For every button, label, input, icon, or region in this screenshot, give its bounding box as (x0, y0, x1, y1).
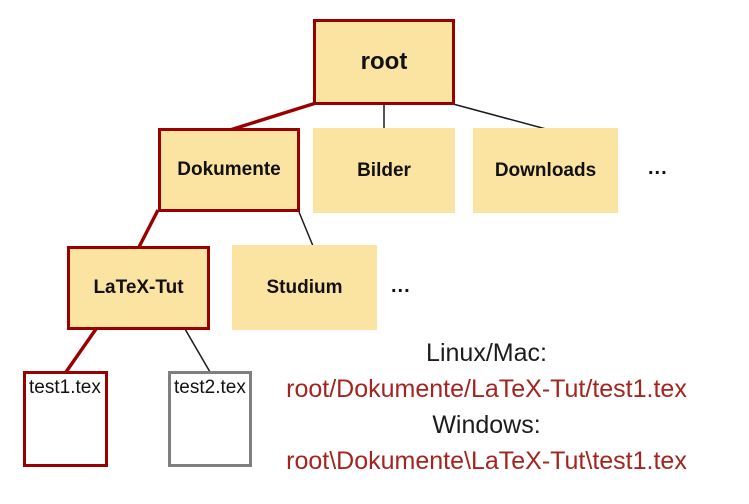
caption-windows-path: root\Dokumente\LaTeX-Tut\test1.tex (286, 447, 687, 475)
file-node-test1: test1.tex (23, 371, 108, 467)
tree-node-bilder: Bilder (313, 128, 455, 213)
edge-latextut-test1-highlighted (64, 328, 98, 373)
caption-linux-mac-path: root/Dokumente/LaTeX-Tut/test1.tex (286, 375, 687, 403)
edge-root-dokumente-highlighted (229, 101, 317, 132)
ellipsis-more-siblings-level2: ... (391, 275, 411, 297)
caption-linux-mac-label: Linux/Mac: (426, 339, 547, 367)
tree-node-downloads: Downloads (473, 128, 618, 213)
tree-node-root: root (313, 19, 455, 105)
tree-node-studium: Studium (232, 245, 377, 330)
file-node-test2: test2.tex (168, 371, 252, 467)
ellipsis-more-siblings-level1: ... (648, 157, 668, 179)
tree-node-dokumente: Dokumente (158, 128, 300, 212)
path-caption: Linux/Mac: root/Dokumente/LaTeX-Tut/test… (283, 335, 690, 479)
edge-dokumente-studium (298, 211, 314, 247)
edge-latextut-test2 (184, 328, 211, 373)
caption-windows-label: Windows: (432, 411, 541, 439)
edge-dokumente-latextut-highlighted (137, 209, 160, 248)
edge-root-downloads (452, 103, 547, 130)
tree-node-latex-tut: LaTeX-Tut (67, 246, 210, 330)
